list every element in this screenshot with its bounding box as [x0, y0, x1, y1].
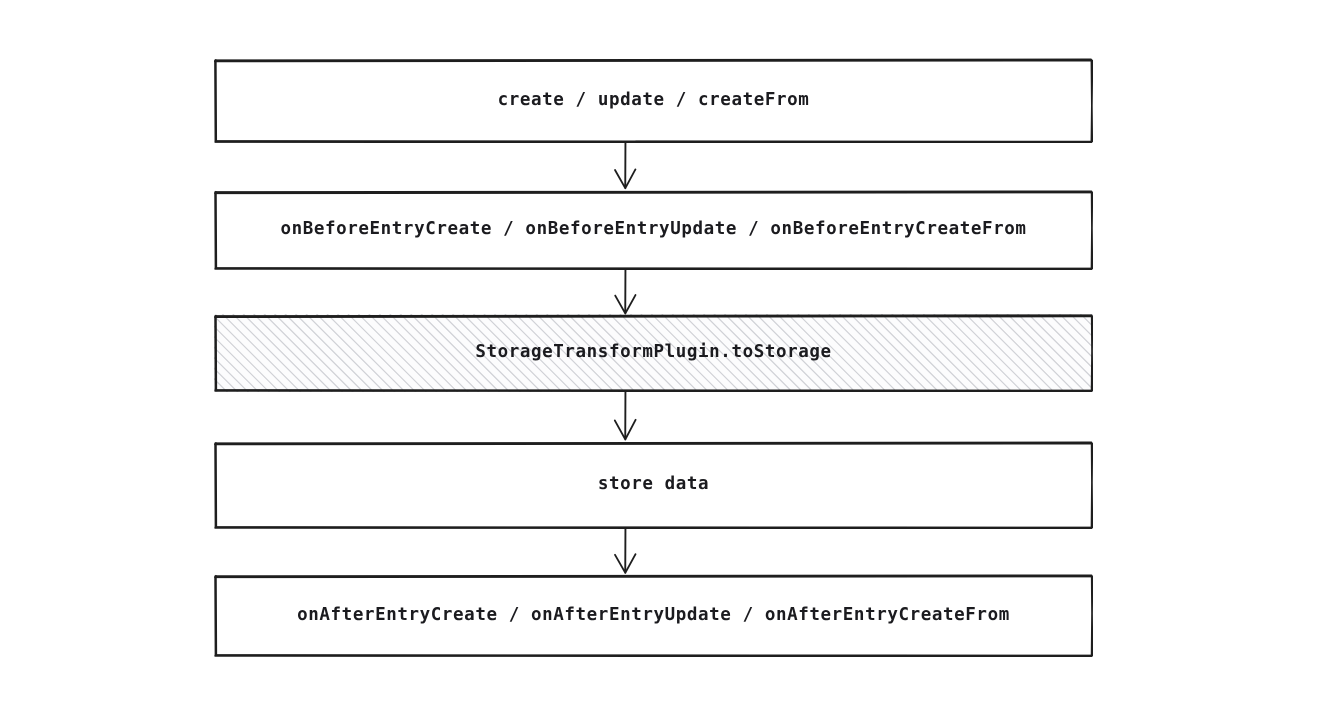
node-fill [214, 441, 1093, 529]
flow-node-create-update-createfrom[interactable]: create / update / createFrom [214, 58, 1093, 143]
node-label: onBeforeEntryCreate / onBeforeEntryUpdat… [280, 219, 1027, 240]
flow-edge-1 [614, 141, 637, 190]
node-fill [214, 574, 1093, 657]
node-label: create / update / createFrom [497, 89, 810, 110]
node-hachure-fill [214, 314, 1093, 392]
flow-edge-4 [614, 527, 637, 574]
flow-node-on-before-entry-hooks[interactable]: onBeforeEntryCreate / onBeforeEntryUpdat… [214, 190, 1093, 270]
flow-edge-3 [613, 390, 637, 441]
node-label: onAfterEntryCreate / onAfterEntryUpdate … [297, 604, 1010, 625]
flow-node-storage-transform-plugin-to-storage[interactable]: StorageTransformPlugin.toStorage [214, 314, 1093, 392]
node-fill [214, 58, 1093, 143]
flow-node-store-data[interactable]: store data [214, 441, 1093, 529]
flow-edge-2 [614, 268, 637, 315]
node-label: StorageTransformPlugin.toStorage [475, 342, 832, 363]
flow-node-on-after-entry-hooks[interactable]: onAfterEntryCreate / onAfterEntryUpdate … [214, 574, 1093, 657]
node-fill [214, 190, 1093, 270]
node-label: store data [597, 474, 710, 495]
